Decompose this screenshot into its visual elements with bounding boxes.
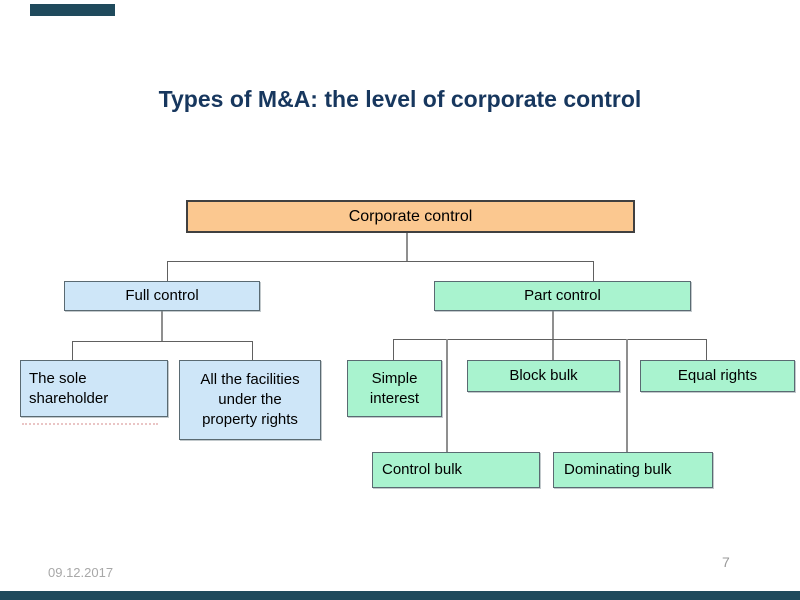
bottom-accent-bar	[0, 591, 800, 600]
node-block-bulk: Block bulk	[467, 360, 620, 392]
node-full-control: Full control	[64, 281, 260, 311]
footer-date: 09.12.2017	[48, 565, 114, 580]
node-equal-rights: Equal rights	[640, 360, 795, 392]
connector-to-sole-shareholder	[72, 341, 73, 360]
connector-to-facilities	[252, 341, 253, 360]
node-corporate-control: Corporate control	[186, 200, 635, 233]
page-number: 7	[722, 554, 730, 570]
connector-full-control-down	[161, 311, 163, 341]
connector-to-equal-rights	[706, 339, 707, 360]
connector-to-part-control	[593, 261, 594, 281]
connector-to-full-control	[167, 261, 168, 281]
node-simple-interest: Simple interest	[347, 360, 442, 417]
connector-to-simple-interest	[393, 339, 394, 360]
top-left-accent-bar	[30, 4, 115, 16]
connector-part-control-down	[552, 311, 554, 360]
connector-to-dominating-bulk	[626, 339, 628, 452]
connector-full-children-horizontal	[72, 341, 253, 342]
node-sole-shareholder: The sole shareholder	[20, 360, 168, 417]
connector-to-control-bulk	[446, 339, 448, 452]
slide-title: Types of M&A: the level of corporate con…	[158, 86, 642, 112]
connector-part-children-horizontal	[393, 339, 707, 340]
connector-level2-horizontal	[167, 261, 594, 262]
node-dominating-bulk: Dominating bulk	[553, 452, 713, 488]
node-control-bulk: Control bulk	[372, 452, 540, 488]
node-part-control: Part control	[434, 281, 691, 311]
node-all-facilities: All the facilities under the property ri…	[179, 360, 321, 440]
connector-root-vertical	[406, 233, 408, 261]
dotted-underline-artifact	[22, 423, 158, 425]
